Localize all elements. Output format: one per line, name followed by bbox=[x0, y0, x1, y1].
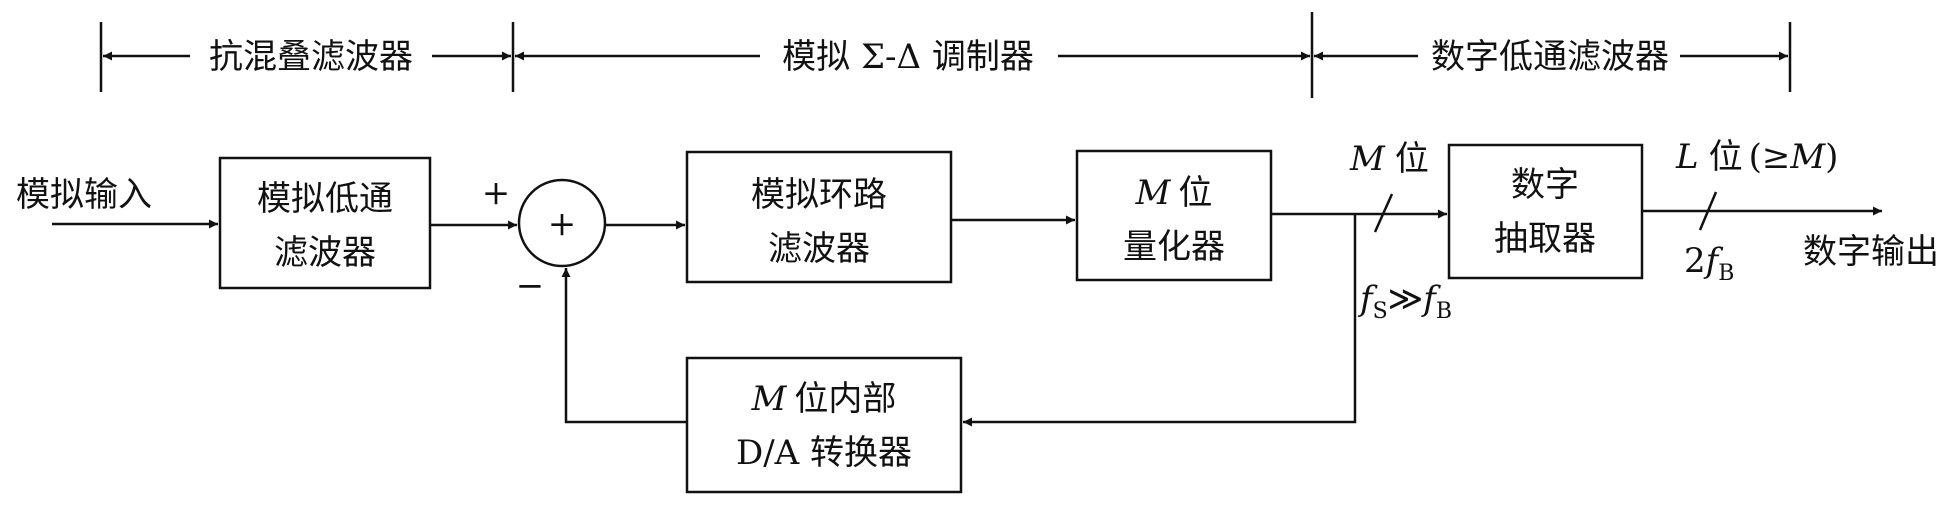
l-bit-unit: 位 bbox=[1709, 137, 1743, 177]
summer-minus-sign: − bbox=[516, 266, 545, 306]
output-rate-subscript: B bbox=[1718, 261, 1734, 286]
analog-loop-filter-line1: 模拟环路 bbox=[751, 175, 887, 215]
l-bit-var: L bbox=[1675, 137, 1699, 177]
fs-relation: ≫ bbox=[1388, 279, 1424, 319]
l-bit-cond-open: (≥ bbox=[1749, 137, 1791, 177]
digital-decimator-line2: 抽取器 bbox=[1494, 219, 1596, 259]
sampling-rate-relation: fS≫fB bbox=[1357, 279, 1452, 324]
quantizer-line2: 量化器 bbox=[1123, 227, 1225, 267]
segment-label-digital-lpf: 数字低通滤波器 bbox=[1431, 37, 1669, 77]
m-bit-bus-unit: 位 bbox=[1395, 139, 1429, 179]
analog-lowpass-filter-box bbox=[218, 156, 432, 290]
analog-lowpass-filter-line2: 滤波器 bbox=[274, 233, 376, 273]
output-rate-label: 2fB bbox=[1684, 241, 1734, 286]
digital-output-label: 数字输出 bbox=[1803, 232, 1939, 272]
digital-decimator-line1: 数字 bbox=[1511, 165, 1579, 205]
summing-junction-symbol: + bbox=[548, 204, 577, 244]
feedback-to-dac-line bbox=[963, 214, 1357, 427]
summing-junction: + bbox=[517, 178, 607, 268]
l-bit-cond-close: ) bbox=[1825, 137, 1838, 177]
m-bit-bus-tick bbox=[1373, 193, 1394, 233]
analog-loop-filter-box bbox=[685, 150, 953, 284]
analog-loop-filter-line2: 滤波器 bbox=[768, 229, 870, 269]
output-rate-multiplier: 2 bbox=[1684, 241, 1706, 281]
quantizer-bits-var: M bbox=[1135, 173, 1172, 213]
fs-subscript: S bbox=[1373, 299, 1388, 324]
segment-label-anti-alias: 抗混叠滤波器 bbox=[209, 37, 413, 77]
l-bit-cond-var: M bbox=[1789, 137, 1826, 177]
m-bit-bus-var: M bbox=[1349, 139, 1386, 179]
analog-loop-filter-block: 模拟环路 滤波器 bbox=[685, 150, 953, 284]
fb-subscript: B bbox=[1436, 299, 1452, 324]
l-bit-bus-tick bbox=[1698, 191, 1718, 231]
analog-input-label: 模拟输入 bbox=[16, 175, 152, 215]
summer-plus-sign: + bbox=[482, 173, 511, 213]
analog-lowpass-filter-line1: 模拟低通 bbox=[257, 179, 393, 219]
internal-dac-bits-unit: 位内部 bbox=[794, 379, 896, 419]
internal-dac-box bbox=[685, 356, 963, 494]
digital-decimator-block: 数字 抽取器 bbox=[1447, 143, 1644, 280]
quantizer-bits-unit: 位 bbox=[1178, 173, 1212, 213]
internal-dac-bits-var: M bbox=[751, 379, 788, 419]
segment-bar: 抗混叠滤波器 模拟 Σ-Δ 调制器 数字低通滤波器 bbox=[99, 12, 1792, 98]
dac-to-summer-line bbox=[561, 268, 687, 424]
quantizer-box bbox=[1075, 149, 1273, 282]
summing-junction-circle bbox=[517, 178, 607, 268]
segment-label-modulator: 模拟 Σ-Δ 调制器 bbox=[782, 37, 1034, 77]
internal-dac-line2: D/A 转换器 bbox=[736, 433, 912, 473]
analog-lowpass-filter-block: 模拟低通 滤波器 bbox=[218, 156, 432, 290]
